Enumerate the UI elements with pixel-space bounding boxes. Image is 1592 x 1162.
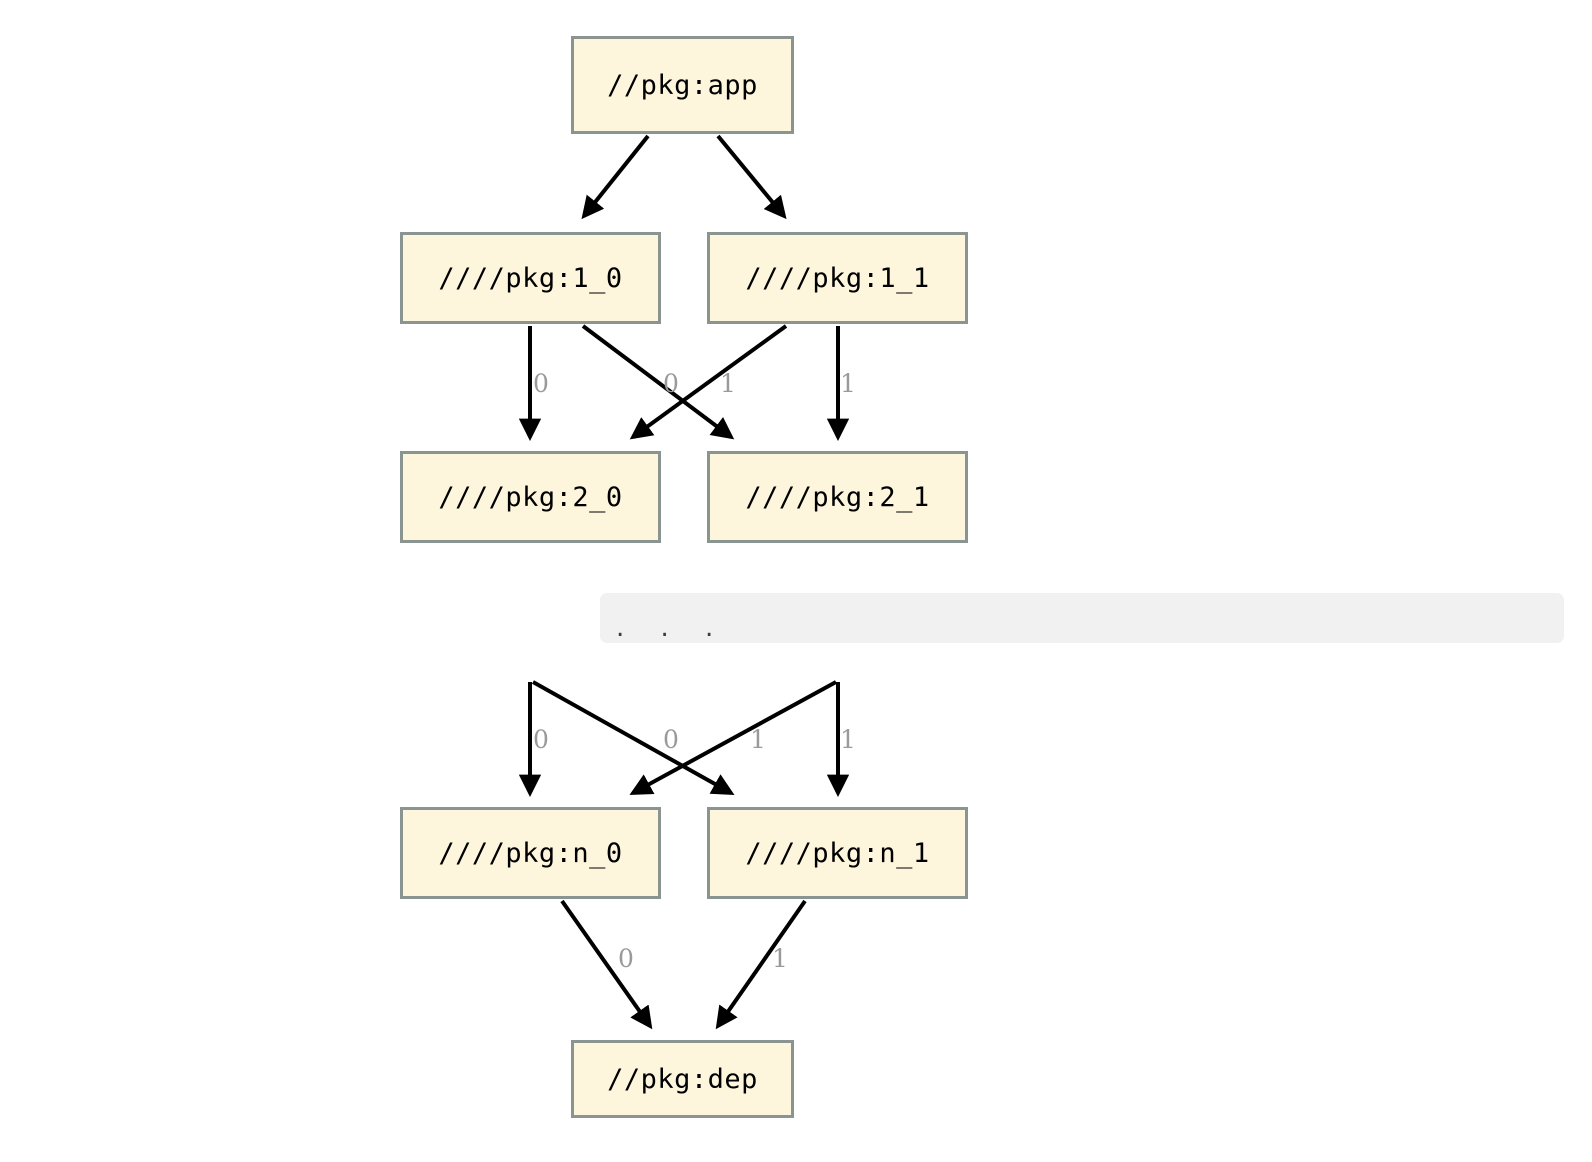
edge-app-to-1_0: [581, 134, 650, 220]
edge-label-elided-to-n_1-left: 1: [750, 725, 766, 754]
edge-n_1-to-dep: [715, 899, 807, 1030]
node-label: ////pkg:2_1: [745, 481, 930, 513]
node-label: ////pkg:1_0: [438, 262, 623, 294]
node-pkg-dep[interactable]: //pkg:dep: [571, 1040, 794, 1118]
edge-1_0-to-2_1: [581, 324, 735, 440]
node-pkg-n_1[interactable]: ////pkg:n_1: [707, 807, 968, 899]
ellipsis-dots: . . .: [616, 613, 728, 643]
edge-label-n_0-to-dep: 0: [618, 944, 634, 973]
node-pkg-n_0[interactable]: ////pkg:n_0: [400, 807, 661, 899]
node-pkg-1_0[interactable]: ////pkg:1_0: [400, 232, 661, 324]
edge-label-n_1-to-dep: 1: [772, 944, 788, 973]
node-pkg-1_1[interactable]: ////pkg:1_1: [707, 232, 968, 324]
edge-1_1-to-2_0: [629, 324, 788, 440]
elided-section-band: . . .: [600, 593, 1564, 643]
edge-label-1_0-to-2_0: 0: [533, 369, 549, 398]
edge-label-elided-to-n_0-right: 0: [663, 725, 679, 754]
edge-label-1_0-to-2_1: 1: [720, 369, 736, 398]
edge-label-1_1-to-2_0: 0: [663, 369, 679, 398]
edge-label-elided-to-n_1: 1: [840, 725, 856, 754]
edge-label-1_1-to-2_1: 1: [840, 369, 856, 398]
node-label: ////pkg:n_1: [745, 837, 930, 869]
node-label: //pkg:dep: [607, 1063, 758, 1095]
edge-n_0-to-dep: [560, 899, 653, 1030]
node-label: ////pkg:1_1: [745, 262, 930, 294]
node-pkg-app[interactable]: //pkg:app: [571, 36, 794, 134]
node-label: //pkg:app: [607, 69, 758, 101]
node-label: ////pkg:2_0: [438, 481, 623, 513]
edge-app-to-1_1: [716, 134, 787, 220]
edge-elided-to-n_1-left: [532, 680, 735, 795]
edge-label-elided-to-n_0: 0: [533, 725, 549, 754]
node-label: ////pkg:n_0: [438, 837, 623, 869]
edge-elided-to-n_0-right: [629, 680, 837, 795]
node-pkg-2_0[interactable]: ////pkg:2_0: [400, 451, 661, 543]
node-pkg-2_1[interactable]: ////pkg:2_1: [707, 451, 968, 543]
